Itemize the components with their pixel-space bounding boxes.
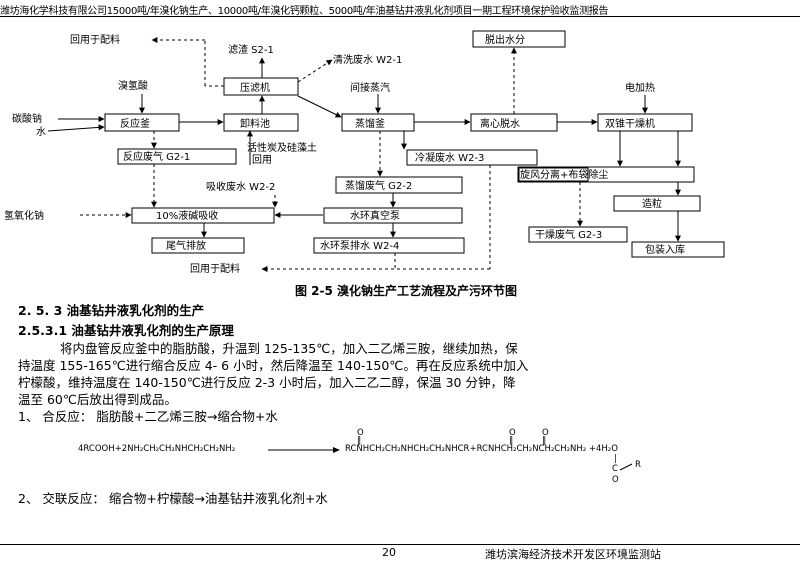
subsection-heading: 2.5.3.1 油基钻井液乳化剂的生产原理 [18,323,234,338]
svg-text:造粒: 造粒 [642,197,662,210]
box-alkali-absorb: 10%液碱吸收 [131,207,275,224]
eq-sub-o: O [612,475,619,485]
label-recycle-bottom: 回用于配料 [190,262,240,275]
eq-o-1: O [357,428,364,438]
box-unload-pool: 卸料池 [223,113,299,132]
box-vacuum-pump: 水环真空泵 [323,207,463,224]
figure-caption: 图 2-5 溴化钠生产工艺流程及产污环节图 [295,283,517,298]
svg-text:反应废气 G2-1: 反应废气 G2-1 [123,150,190,163]
page-number: 20 [382,546,396,559]
eq-reactants: 4RCOOH+2NH₂CH₂CH₂NHCH₂CH₂NH₂ [78,444,236,454]
reaction-step-1: 1、 合反应： 脂肪酸+二乙烯三胺→缩合物+水 [18,409,278,424]
box-pump-drain: 水环泵排水 W2-4 [313,237,465,254]
box-cone-dryer: 双锥干燥机 [597,113,693,132]
label-reuse: 回用 [252,154,272,166]
footer-rule [0,544,800,545]
eq-bond-4: | [614,454,617,464]
paragraph-line-1: 将内盘管反应釜中的脂肪酸，升温到 125-135℃，加入二乙烯三胺，继续加热，保 [60,341,518,356]
label-carbon-diatomite: 活性炭及硅藻土 [247,141,317,154]
svg-text:蒸馏釜: 蒸馏釜 [355,117,385,130]
eq-bond-2: ‖ [509,436,514,446]
pollution-arrows [80,37,583,272]
box-dry-gas: 干燥废气 G2-3 [528,226,628,243]
label-filter-residue: 滤渣 S2-1 [228,43,274,56]
label-absorb-wastewater: 吸收废水 W2-2 [206,180,275,193]
reaction-step-2: 2、 交联反应： 缩合物+柠檬酸→油基钻井液乳化剂+水 [18,491,328,506]
label-hydrobromic: 溴氢酸 [118,79,148,92]
paragraph-line-4: 温至 60℃后放出得到成品。 [18,392,177,407]
svg-text:水环泵排水 W2-4: 水环泵排水 W2-4 [320,239,399,252]
svg-text:双锥干燥机: 双锥干燥机 [605,117,655,130]
box-tail-gas: 尾气排放 [151,237,245,254]
box-filter-press: 压滤机 [223,77,299,96]
process-flow-diagram: 回用于配料 滤渣 S2-1 清洗废水 W2-1 溴氢酸 间接蒸汽 电加热 碳酸钠… [4,30,725,298]
svg-text:卸料池: 卸料池 [240,117,270,130]
header-rule [0,16,800,17]
box-dewater-out: 脱出水分 [472,30,566,48]
eq-product: RCNHCH₂CH₂NHCH₂CH₂NHCR+RCNHCH₂CH₂NCH₂CH₂… [345,444,618,454]
svg-text:旋风分离+布袋除尘: 旋风分离+布袋除尘 [520,168,608,181]
eq-o-3: O [542,428,549,438]
box-reactor-gas: 反应废气 G2-1 [117,148,237,165]
svg-text:尾气排放: 尾气排放 [166,239,206,252]
box-cyclone: 旋风分离+布袋除尘 [517,166,695,183]
footer-organization: 潍坊滨海经济技术开发区环境监测站 [485,548,661,561]
svg-text:蒸馏废气 G2-2: 蒸馏废气 G2-2 [345,179,412,192]
label-naoh: 氢氧化钠 [4,209,44,222]
label-indirect-steam: 间接蒸汽 [350,81,390,94]
svg-text:离心脱水: 离心脱水 [480,117,520,130]
paragraph-line-2: 持温度 155-165℃进行缩合反应 4- 6 小时，然后降温至 140-150… [18,358,529,373]
eq-sub-c: C [612,464,618,474]
svg-text:冷凝废水 W2-3: 冷凝废水 W2-3 [415,151,484,164]
document-header: 潍坊海化学科技有限公司15000吨/年溴化钠生产、10000吨/年溴化钙颗粒、5… [0,6,609,16]
svg-text:脱出水分: 脱出水分 [485,33,525,46]
label-wash-water: 清洗废水 W2-1 [333,53,402,66]
svg-text:10%液碱吸收: 10%液碱吸收 [156,209,218,222]
label-electric-heat: 电加热 [625,81,655,94]
eq-bond-3: ‖ [542,436,547,446]
label-water: 水 [36,126,46,138]
process-arrows [47,57,681,242]
section-heading: 2. 5. 3 油基钻井液乳化剂的生产 [18,303,205,318]
eq-bond-1: ‖ [357,436,362,446]
eq-o-2: O [509,428,516,438]
cyclone-highlight [518,167,589,182]
svg-text:干燥废气 G2-3: 干燥废气 G2-3 [535,228,602,241]
paragraph-line-3: 柠檬酸，维持温度在 140-150℃进行反应 2-3 小时后，加入二乙二醇，保温… [18,375,516,390]
svg-text:水环真空泵: 水环真空泵 [350,209,400,222]
box-evap-gas: 蒸馏废气 G2-2 [335,176,463,194]
eq-sub-r: R [635,460,641,470]
box-condensate: 冷凝废水 W2-3 [406,149,538,166]
label-soda-ash: 碳酸钠 [12,112,42,125]
svg-text:包装入库: 包装入库 [645,243,685,256]
svg-text:压滤机: 压滤机 [240,81,270,94]
box-granulate: 造粒 [613,195,701,212]
label-recycle-top: 回用于配料 [70,33,120,46]
box-evaporator: 蒸馏釜 [341,113,415,132]
svg-text:反应釜: 反应釜 [120,117,150,130]
box-packing: 包装入库 [631,241,725,258]
